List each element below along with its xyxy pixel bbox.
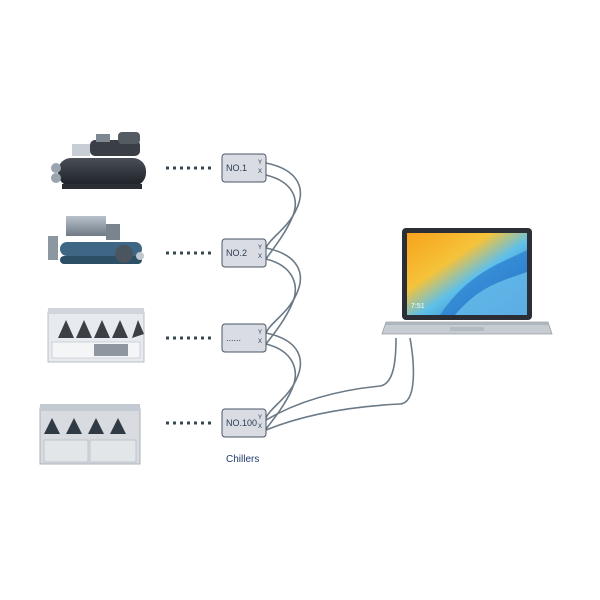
module-box [221, 153, 267, 183]
chiller-4-image [39, 404, 141, 465]
module-label: ...... [226, 333, 241, 343]
laptop-time: 7:51 [411, 303, 425, 310]
laptop-image: 7:51 [381, 228, 553, 335]
module-box [221, 323, 267, 353]
cable-y-2-3 [265, 247, 302, 334]
module-1: NO.1 YX [221, 153, 267, 183]
module-3: ...... YX [221, 323, 267, 353]
module-label: NO.1 [226, 163, 247, 173]
cable-y-to-laptop [265, 337, 397, 421]
module-2: NO.2 YX [221, 238, 267, 268]
port-label-x: X [258, 254, 262, 260]
module-box [221, 408, 267, 438]
port-label-y: Y [258, 415, 262, 421]
cable-x-2-3 [265, 258, 296, 345]
chiller-3-image [47, 308, 145, 363]
module-label: NO.100 [226, 418, 257, 428]
port-label-y: Y [258, 330, 262, 336]
cable-x-1-2 [265, 174, 296, 260]
cable-x-to-laptop [265, 337, 415, 431]
cables [265, 162, 415, 431]
port-label-x: X [258, 424, 262, 430]
port-label-x: X [258, 169, 262, 175]
chiller-2-image [48, 216, 144, 264]
module-box [221, 238, 267, 268]
cable-y-1-2 [265, 162, 302, 249]
port-label-y: Y [258, 160, 262, 166]
port-label-x: X [258, 339, 262, 345]
cable-x-3-4 [265, 343, 296, 430]
chiller-1-image [51, 132, 146, 189]
cable-y-3-4 [265, 332, 302, 419]
port-label-y: Y [258, 245, 262, 251]
module-label: NO.2 [226, 248, 247, 258]
caption-chillers: Chillers [226, 454, 259, 465]
